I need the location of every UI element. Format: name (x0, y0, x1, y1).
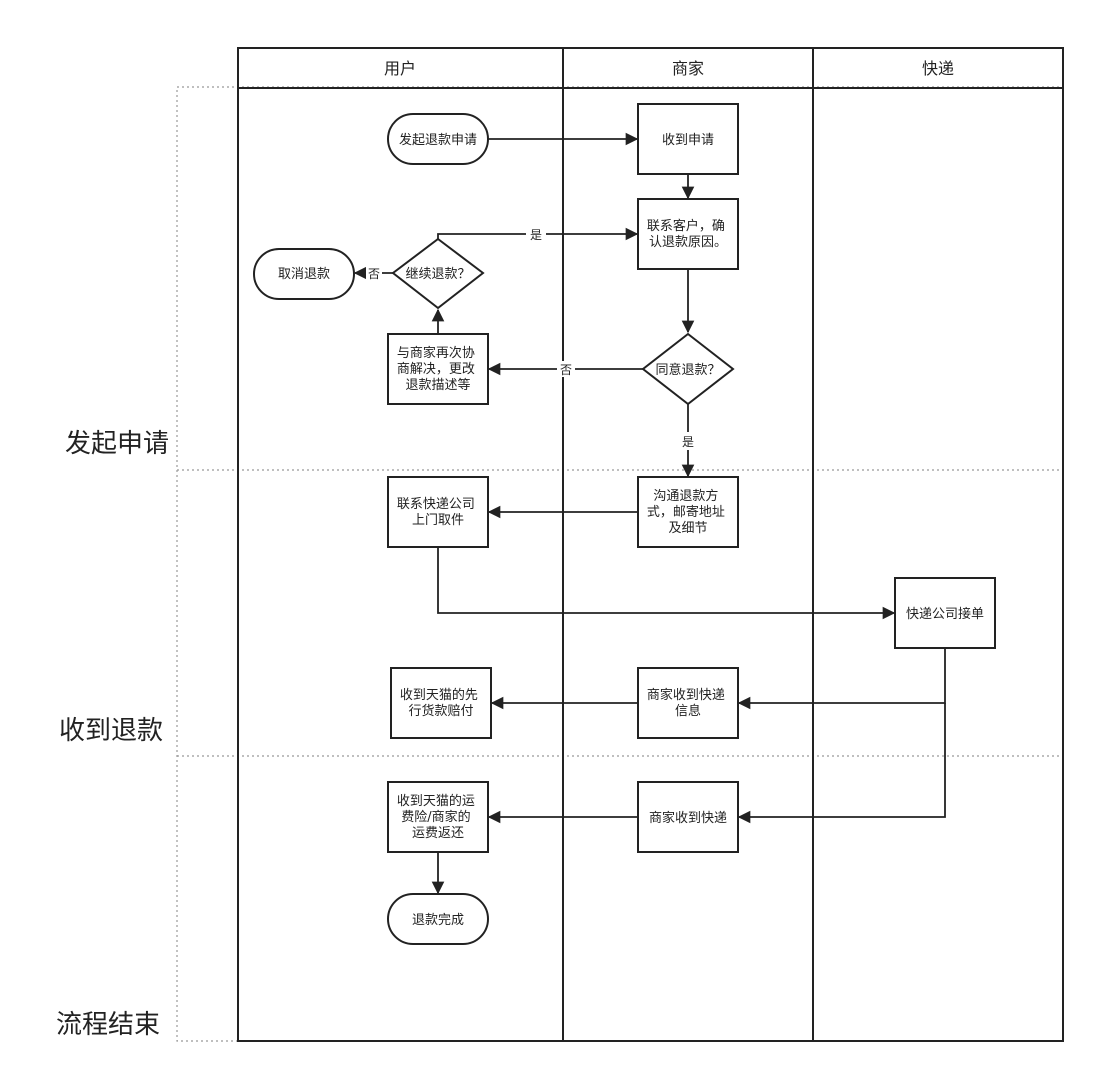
svg-text:商家收到快递 信息: 商家收到快递 信息 (647, 687, 729, 719)
node-receive-request: 收到申请 (637, 103, 739, 175)
svg-text:联系客户，确 认退款原因。: 联系客户，确 认退款原因。 (647, 218, 729, 250)
svg-text:否: 否 (560, 363, 572, 377)
svg-text:沟通退款方 式，邮寄地址 及细节: 沟通退款方 式，邮寄地址 及细节 (647, 488, 729, 536)
node-contact-courier: 联系快递公司 上门取件 (387, 476, 489, 548)
node-renegotiate: 与商家再次协 商解决，更改 退款描述等 (387, 333, 489, 405)
swimlane-frame (237, 47, 1064, 1042)
edge-label-no-agree: 否 (557, 361, 575, 377)
svg-text:继续退款？: 继续退款？ (405, 267, 470, 282)
phase-label-end: 流程结束 (56, 1010, 160, 1040)
phase-label-receive-refund: 收到退款 (59, 716, 163, 746)
node-continue-refund-decision: 继续退款？ (391, 237, 485, 310)
svg-text:是: 是 (530, 228, 542, 242)
column-header-courier: 快递 (922, 59, 954, 78)
svg-text:收到天猫的先 行货款赔付: 收到天猫的先 行货款赔付 (400, 687, 482, 719)
svg-text:商家收到快递: 商家收到快递 (649, 810, 727, 826)
svg-text:退款完成: 退款完成 (412, 913, 464, 928)
node-start-refund: 发起退款申请 (387, 113, 489, 165)
edge-label-no-cancel: 否 (366, 265, 382, 281)
svg-text:否: 否 (368, 267, 380, 281)
svg-text:发起退款申请: 发起退款申请 (399, 132, 477, 148)
svg-text:是: 是 (682, 435, 694, 449)
svg-text:收到天猫的运 费险/商家的 运费返还: 收到天猫的运 费险/商家的 运费返还 (397, 793, 479, 841)
node-merchant-receive-package: 商家收到快递 (637, 781, 739, 853)
node-receive-tmall-advance: 收到天猫的先 行货款赔付 (390, 667, 492, 739)
edge-label-yes-agree: 是 (679, 432, 697, 450)
edge-label-yes-continue: 是 (526, 226, 546, 242)
svg-text:快递公司接单: 快递公司接单 (906, 606, 984, 622)
node-refund-complete: 退款完成 (387, 893, 489, 945)
node-courier-accept: 快递公司接单 (894, 577, 996, 649)
svg-text:取消退款: 取消退款 (278, 267, 330, 282)
node-agree-refund-decision: 同意退款？ (641, 332, 735, 406)
svg-text:同意退款？: 同意退款？ (655, 362, 720, 378)
column-header-merchant: 商家 (672, 59, 704, 78)
node-cancel-refund: 取消退款 (253, 248, 355, 300)
node-merchant-receive-info: 商家收到快递 信息 (637, 667, 739, 739)
phase-label-initiate: 发起申请 (65, 429, 169, 459)
column-header-user: 用户 (384, 59, 416, 78)
flow-edges (353, 132, 946, 895)
svg-text:联系快递公司 上门取件: 联系快递公司 上门取件 (397, 497, 479, 528)
svg-text:收到申请: 收到申请 (662, 133, 714, 148)
node-receive-shipping-refund: 收到天猫的运 费险/商家的 运费返还 (387, 781, 489, 853)
node-discuss-method: 沟通退款方 式，邮寄地址 及细节 (637, 476, 739, 548)
node-contact-customer: 联系客户，确 认退款原因。 (637, 198, 739, 270)
phase-bands (176, 86, 1064, 1042)
svg-text:与商家再次协 商解决，更改 退款描述: 与商家再次协 商解决，更改 退款描述等 (397, 345, 479, 393)
